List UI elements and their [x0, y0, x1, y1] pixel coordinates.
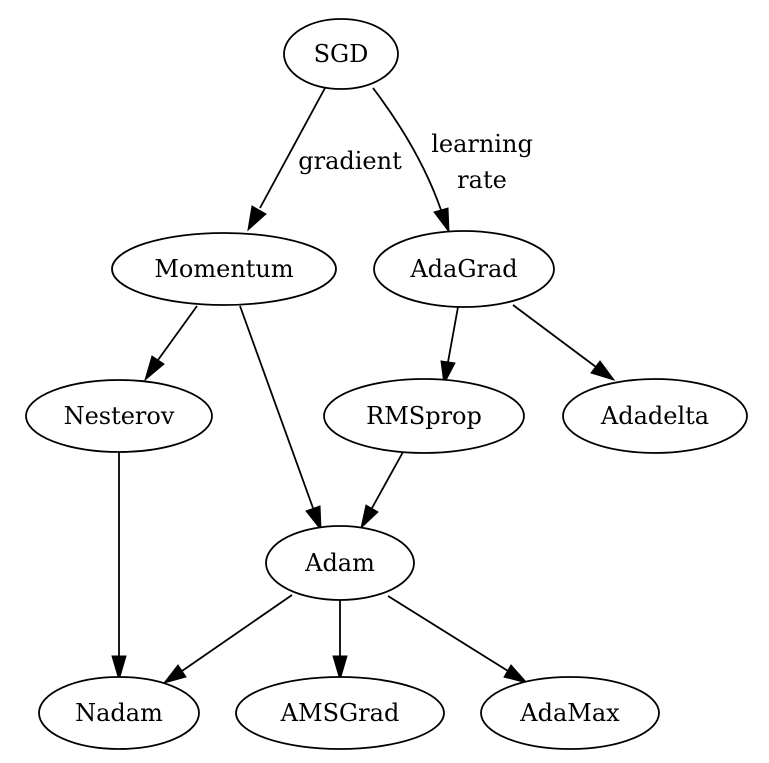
node-ellipse[interactable] [111, 232, 337, 306]
node-label-amsgrad: AMSGrad [280, 699, 400, 727]
node-nadam[interactable]: Nadam [38, 676, 200, 750]
node-rmsprop[interactable]: RMSprop [323, 378, 525, 454]
edge-adam-adamax [387, 595, 529, 684]
edge-adam-amsgrad [332, 600, 348, 682]
arrowhead [433, 207, 450, 234]
node-amsgrad[interactable]: AMSGrad [235, 676, 445, 750]
arrowhead [111, 655, 127, 682]
node-label-adadelta: Adadelta [600, 402, 709, 430]
arrowhead [247, 205, 267, 232]
edge-labels: gradient learning rate [298, 130, 533, 194]
arrowhead [332, 655, 348, 682]
edge-nesterov-nadam [111, 452, 127, 682]
node-sgd[interactable]: SGD [283, 18, 399, 90]
edge-adam-nadam [162, 594, 293, 684]
node-label-nesterov: Nesterov [64, 402, 175, 430]
arrowhead [144, 355, 165, 382]
edge-sgd-adagrad [372, 87, 450, 234]
node-label-sgd: SGD [314, 40, 369, 68]
node-nesterov[interactable]: Nesterov [25, 379, 213, 453]
node-ellipse[interactable] [25, 379, 213, 453]
arrowhead [305, 505, 322, 532]
nodes: SGD Momentum AdaGrad Nesterov RMSprop Ad… [25, 18, 748, 750]
node-adam[interactable]: Adam [265, 525, 415, 601]
edge-momentum-nesterov [144, 305, 198, 382]
node-label-adam: Adam [304, 549, 375, 577]
node-ellipse[interactable] [265, 525, 415, 601]
node-ellipse[interactable] [480, 676, 660, 750]
node-adagrad[interactable]: AdaGrad [373, 230, 555, 308]
edge-adagrad-rmsprop [440, 306, 459, 386]
node-adamax[interactable]: AdaMax [480, 676, 660, 750]
edge-label-learning: learning [431, 130, 533, 158]
node-ellipse[interactable] [283, 18, 399, 90]
arrowhead [440, 360, 456, 386]
arrowhead [590, 360, 616, 381]
node-momentum[interactable]: Momentum [111, 232, 337, 306]
node-ellipse[interactable] [373, 230, 555, 308]
node-ellipse[interactable] [235, 676, 445, 750]
node-label-rmsprop: RMSprop [366, 402, 482, 430]
node-label-adamax: AdaMax [519, 699, 620, 727]
arrowhead [162, 664, 187, 684]
node-ellipse[interactable] [38, 676, 200, 750]
node-label-nadam: Nadam [75, 699, 163, 727]
edge-momentum-adam [239, 305, 322, 532]
edge-rmsprop-adam [360, 451, 404, 530]
arrowhead [503, 664, 529, 684]
node-adadelta[interactable]: Adadelta [562, 378, 748, 454]
node-label-momentum: Momentum [154, 255, 294, 283]
edges [111, 87, 616, 684]
node-ellipse[interactable] [323, 378, 525, 454]
edge-sgd-momentum [247, 87, 326, 232]
node-ellipse[interactable] [562, 378, 748, 454]
edge-label-rate: rate [457, 166, 507, 194]
edge-adagrad-adadelta [512, 304, 616, 381]
edge-label-gradient: gradient [298, 147, 402, 175]
arrowhead [360, 504, 379, 530]
node-label-adagrad: AdaGrad [409, 255, 517, 283]
